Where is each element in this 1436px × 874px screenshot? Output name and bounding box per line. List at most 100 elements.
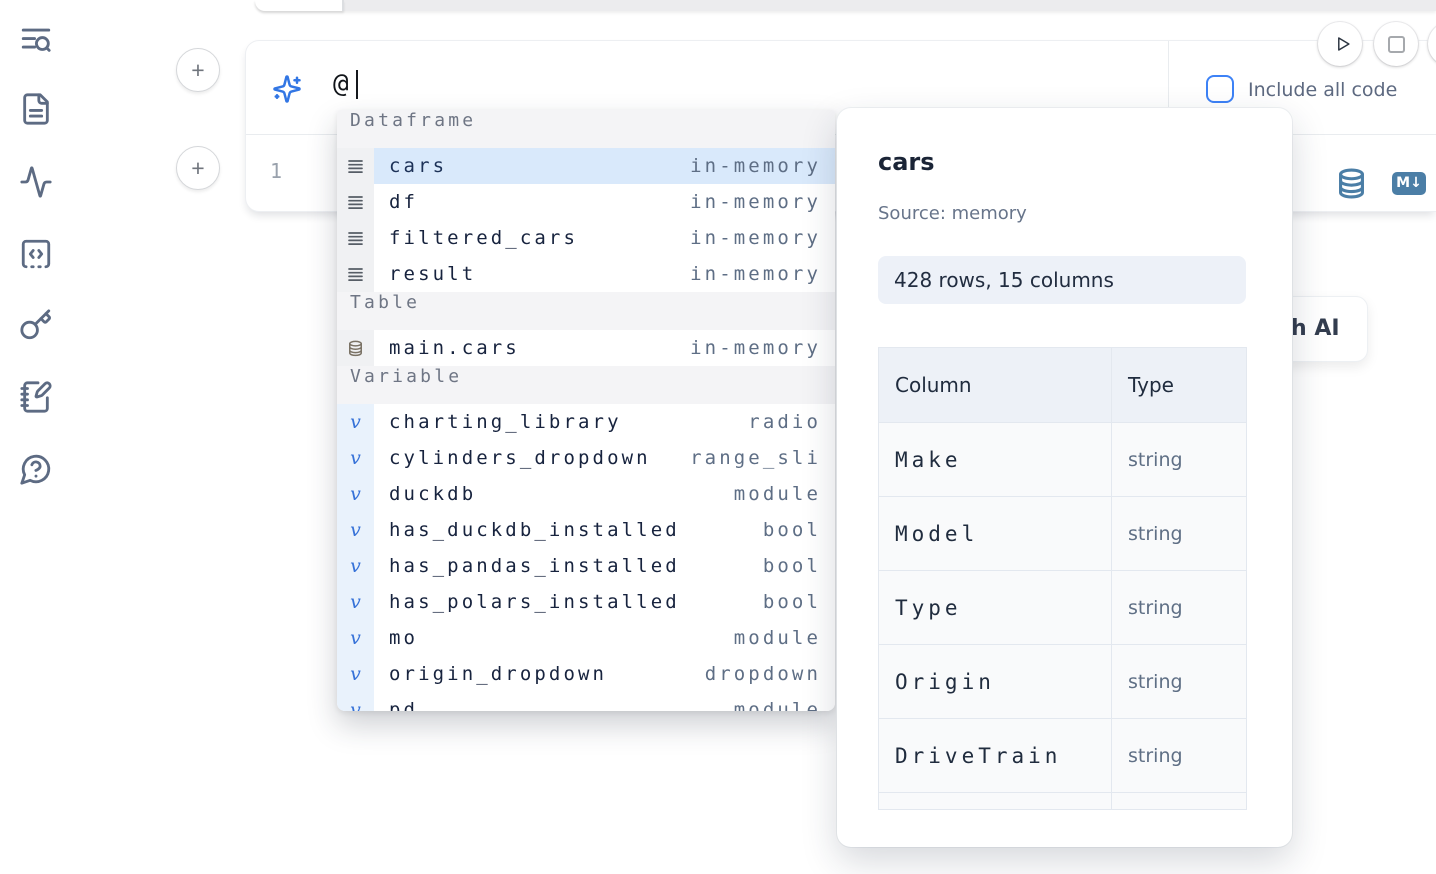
variable-icon: v: [337, 440, 374, 476]
include-all-code-checkbox[interactable]: [1206, 75, 1234, 103]
prompt-options-zone: Include all code: [1168, 41, 1436, 135]
notebook-pen-icon[interactable]: [19, 380, 53, 414]
ai-prompt-input[interactable]: @: [333, 69, 349, 99]
add-cell-above-button[interactable]: +: [176, 48, 220, 92]
previous-cell-gutter-edge: [255, 0, 344, 11]
autocomplete-item-df[interactable]: df in-memory: [337, 184, 835, 220]
column-type: string: [1128, 596, 1183, 619]
variable-icon: v: [337, 404, 374, 440]
preview-shape-badge: 428 rows, 15 columns: [878, 256, 1246, 304]
add-cell-below-button[interactable]: +: [176, 146, 220, 190]
autocomplete-section-header: Dataframe: [337, 110, 835, 148]
item-type: module: [733, 483, 821, 505]
item-name: df: [389, 191, 419, 213]
autocomplete-item-main.cars[interactable]: main.cars in-memory: [337, 330, 835, 366]
variable-icon: v: [337, 476, 374, 512]
dataframe-preview-panel: cars Source: memory 428 rows, 15 columns…: [837, 108, 1292, 847]
autocomplete-item-origin_dropdown[interactable]: v origin_dropdown dropdown: [337, 656, 835, 692]
item-name: duckdb: [389, 483, 477, 505]
variable-icon: v: [337, 548, 374, 584]
rows-icon: [337, 256, 374, 292]
item-type: module: [733, 627, 821, 649]
item-name: cylinders_dropdown: [389, 447, 651, 469]
datasource-icon[interactable]: [1335, 165, 1368, 202]
item-name: mo: [389, 627, 419, 649]
column-name: DriveTrain: [895, 743, 1062, 768]
autocomplete-popup: Dataframe cars in-memory df in-memory filtere…: [337, 110, 835, 711]
item-type: bool: [762, 591, 821, 613]
variable-icon: v: [337, 656, 374, 692]
file-text-icon[interactable]: [19, 92, 53, 126]
item-name: pd: [389, 699, 419, 711]
item-name: has_duckdb_installed: [389, 519, 680, 541]
item-type: dropdown: [704, 663, 821, 685]
text-cursor: [356, 70, 358, 99]
item-name: main.cars: [389, 337, 520, 359]
preview-table-row: Model string: [879, 496, 1246, 570]
variable-icon: v: [337, 512, 374, 548]
column-type: string: [1128, 522, 1183, 545]
item-type: in-memory: [690, 263, 821, 285]
item-name: result: [389, 263, 477, 285]
code-editor-row[interactable]: 1 M↓: [246, 135, 1436, 211]
key-icon[interactable]: [19, 308, 53, 342]
autocomplete-item-charting_library[interactable]: v charting_library radio: [337, 404, 835, 440]
preview-table-row: [879, 792, 1246, 809]
help-chat-icon[interactable]: [19, 452, 53, 486]
item-name: charting_library: [389, 411, 622, 433]
autocomplete-item-result[interactable]: result in-memory: [337, 256, 835, 292]
run-cell-button[interactable]: [1318, 22, 1362, 66]
item-name: cars: [389, 155, 448, 177]
autocomplete-item-cars[interactable]: cars in-memory: [337, 148, 835, 184]
preview-table-row: DriveTrain string: [879, 718, 1246, 792]
ai-button-label: h AI: [1291, 316, 1340, 341]
item-type: in-memory: [690, 337, 821, 359]
item-name: origin_dropdown: [389, 663, 608, 685]
markdown-icon[interactable]: M↓: [1392, 172, 1426, 195]
contents-search-icon[interactable]: [19, 23, 53, 57]
type-header: Type: [1128, 373, 1174, 397]
activity-icon[interactable]: [19, 165, 53, 199]
item-name: has_pandas_installed: [389, 555, 680, 577]
autocomplete-section-header: Variable: [337, 366, 835, 404]
item-type: in-memory: [690, 155, 821, 177]
item-type: range_sli: [690, 447, 821, 469]
autocomplete-section-header: Table: [337, 292, 835, 330]
more-actions-button[interactable]: [1428, 22, 1436, 66]
column-name: Type: [895, 595, 962, 620]
item-name: filtered_cars: [389, 227, 579, 249]
item-type: bool: [762, 519, 821, 541]
item-type: bool: [762, 555, 821, 577]
column-name: Origin: [895, 669, 995, 694]
database-icon: [337, 330, 374, 366]
preview-source-label: Source: memory: [878, 203, 1027, 224]
column-type: string: [1128, 448, 1183, 471]
code-snippets-icon[interactable]: [19, 237, 53, 271]
preview-title: cars: [878, 148, 935, 176]
rows-icon: [337, 220, 374, 256]
column-type: string: [1128, 744, 1183, 767]
autocomplete-item-has_pandas_installed[interactable]: v has_pandas_installed bool: [337, 548, 835, 584]
stop-icon: [1387, 35, 1405, 53]
item-type: radio: [748, 411, 821, 433]
stop-button[interactable]: [1374, 22, 1418, 66]
column-name: Model: [895, 521, 979, 546]
column-type: string: [1128, 670, 1183, 693]
sparkles-icon: [272, 74, 302, 104]
preview-table-row: Type string: [879, 570, 1246, 644]
rows-icon: [337, 184, 374, 220]
variable-icon: v: [337, 692, 374, 711]
column-header: Column: [895, 373, 972, 397]
autocomplete-item-cylinders_dropdown[interactable]: v cylinders_dropdown range_sli: [337, 440, 835, 476]
rows-icon: [337, 148, 374, 184]
autocomplete-item-has_duckdb_installed[interactable]: v has_duckdb_installed bool: [337, 512, 835, 548]
variable-icon: v: [337, 584, 374, 620]
item-type: in-memory: [690, 191, 821, 213]
